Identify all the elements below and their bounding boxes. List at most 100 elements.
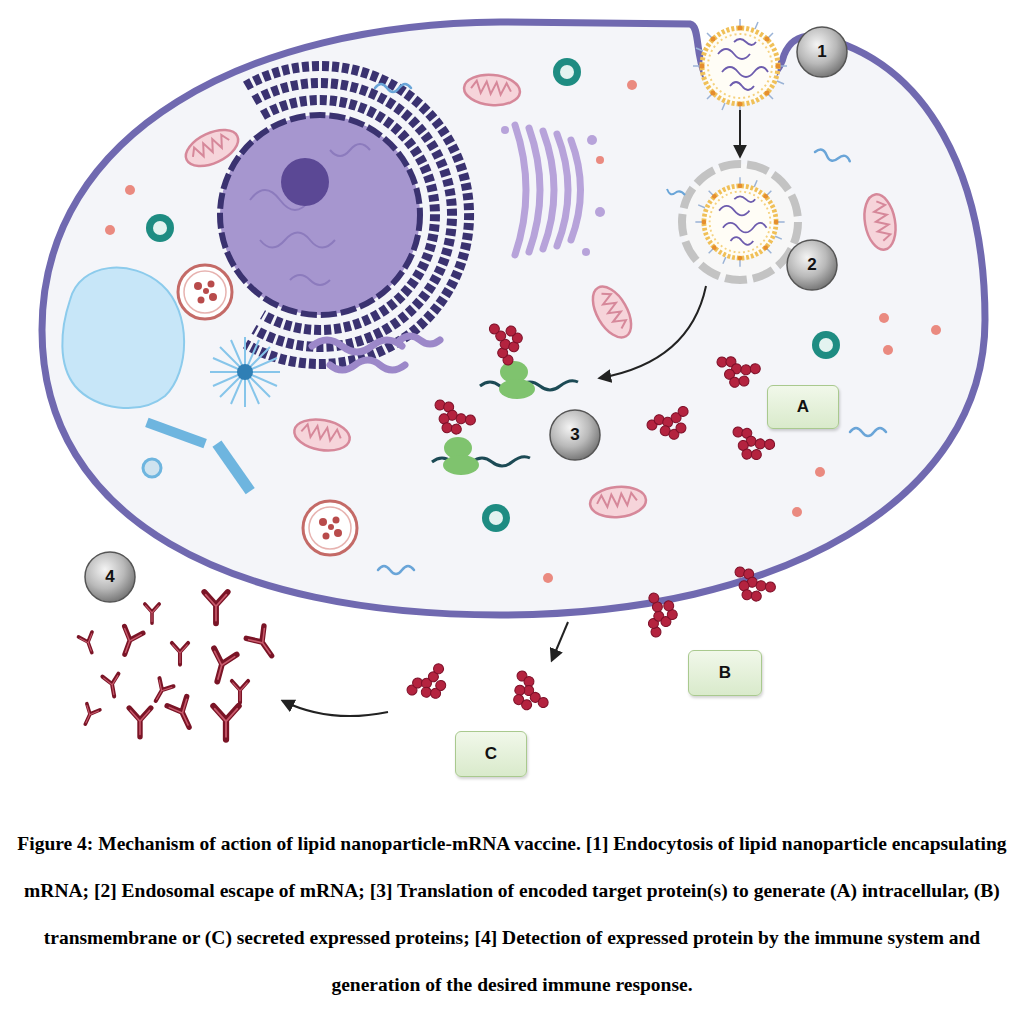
cytoplasm-dot	[879, 313, 889, 323]
callout-number: 2	[807, 255, 816, 275]
cytoplasm-dot	[883, 345, 893, 355]
box-letter: C	[485, 744, 497, 764]
peroxisome	[146, 214, 174, 242]
callout-number: 3	[548, 408, 602, 462]
cytoplasm-dot	[815, 467, 825, 477]
nucleus	[281, 158, 329, 206]
golgi-apparatus	[515, 125, 581, 255]
golgi-apparatus	[557, 134, 568, 246]
cytoskeleton	[143, 459, 161, 477]
antibody	[145, 604, 159, 623]
mitochondrion	[180, 123, 243, 174]
cytoplasm-dot	[543, 573, 553, 583]
peroxisome	[553, 58, 581, 86]
cytoplasm-dot	[627, 80, 637, 90]
mrna-strand	[850, 428, 886, 436]
mrna-strand	[375, 84, 411, 92]
protein-label-box: A	[767, 385, 839, 429]
cytoskeleton	[145, 418, 207, 449]
lysosome	[178, 265, 232, 319]
protein-chain	[725, 559, 778, 610]
protein-chain	[402, 662, 454, 708]
callout-circle	[85, 552, 135, 602]
smooth-er	[312, 336, 440, 370]
cytoplasm-dot	[931, 325, 941, 335]
protein-label-box: B	[688, 650, 762, 696]
antibody	[78, 632, 98, 655]
box-letter: A	[797, 397, 809, 417]
lysosome	[303, 501, 357, 555]
golgi-vesicle	[501, 126, 509, 134]
mrna-strand	[814, 148, 851, 165]
golgi-vesicle	[595, 207, 605, 217]
antibody	[172, 643, 188, 665]
golgi-apparatus	[529, 128, 540, 252]
cytoplasm-dot	[792, 507, 802, 517]
antibody	[232, 681, 248, 703]
callout-number: 4	[83, 550, 137, 604]
process-arrow	[600, 286, 706, 378]
protein-label-box: C	[455, 731, 527, 777]
peroxisome	[812, 331, 840, 359]
protein-chain	[504, 666, 550, 718]
golgi-vesicle	[582, 248, 590, 256]
callout-number: 1	[795, 25, 849, 79]
smooth-er	[312, 340, 402, 352]
antibody	[167, 697, 199, 732]
antibody	[149, 678, 174, 705]
cytoskeleton	[143, 418, 255, 494]
golgi-apparatus	[543, 131, 554, 249]
figure-caption: Figure 4: Mechanism of action of lipid n…	[12, 820, 1012, 1008]
callout-number: 4	[105, 567, 114, 587]
cell-membrane	[42, 22, 985, 615]
callout-number: 3	[570, 425, 579, 445]
golgi-apparatus	[571, 140, 581, 240]
antibody	[115, 626, 143, 658]
nucleus	[250, 144, 370, 285]
mitochondrion	[463, 73, 521, 108]
cytoplasm-dot	[105, 80, 941, 583]
protein-chain	[710, 348, 762, 394]
box-letter: B	[719, 663, 731, 683]
antibody	[79, 704, 100, 727]
process-arrow	[283, 110, 740, 716]
callout-circle	[787, 240, 837, 290]
ribosome	[443, 455, 479, 475]
centrosome	[237, 364, 253, 380]
antibody	[204, 592, 227, 623]
antibody	[102, 674, 122, 698]
nucleus	[220, 115, 420, 315]
mitochondrion	[292, 415, 352, 454]
protein-chain	[645, 406, 693, 444]
lipid-nanoparticle	[695, 177, 784, 266]
callout-number: 2	[785, 238, 839, 292]
mitochondrion	[585, 280, 639, 343]
callout-number: 1	[817, 42, 826, 62]
endosome	[682, 164, 798, 280]
process-arrow	[552, 622, 568, 660]
smooth-er	[400, 336, 440, 344]
centrosome	[210, 337, 280, 407]
antibody	[213, 706, 238, 740]
mrna-strand	[378, 566, 414, 574]
vacuole	[62, 268, 184, 408]
process-arrow	[283, 701, 388, 716]
ribosome	[499, 379, 535, 399]
golgi-vesicle	[501, 126, 605, 256]
mitochondrion	[860, 192, 899, 252]
golgi-vesicle	[587, 135, 597, 145]
lipid-nanoparticle	[693, 19, 787, 113]
mitochondrion	[589, 485, 647, 520]
golgi-apparatus	[515, 125, 526, 255]
cytoplasm-dot	[125, 185, 135, 195]
cytoplasm-dot	[596, 156, 604, 164]
antibody	[129, 708, 151, 737]
smooth-er	[330, 360, 405, 370]
nucleus	[220, 115, 420, 315]
protein-chain	[425, 392, 478, 443]
peroxisome	[482, 504, 510, 532]
